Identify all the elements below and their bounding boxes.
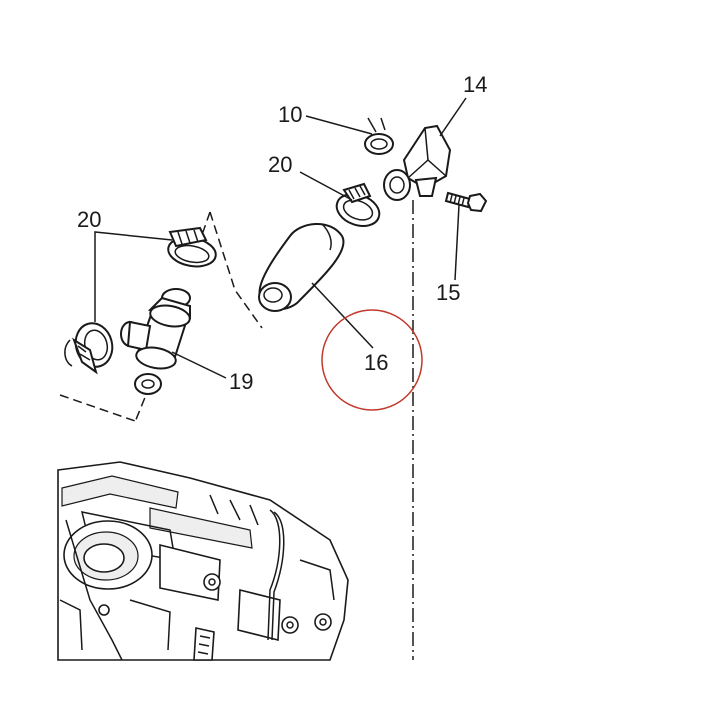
part-20-clamp-upper [335, 182, 381, 227]
leader-15 [454, 204, 460, 281]
callout-20-upper: 20 [268, 152, 292, 177]
callout-19: 19 [229, 369, 253, 394]
assembly-path-upper [209, 211, 263, 329]
part-14-housing [383, 124, 452, 201]
callout-10: 10 [278, 102, 302, 127]
part-10-clip [364, 117, 394, 155]
part-20-clamp-left-upper [167, 226, 217, 268]
part-20-clamp-left-lower [72, 322, 114, 375]
leader-16 [311, 282, 374, 349]
leader-19 [171, 351, 227, 379]
part-16-hose [258, 222, 345, 312]
part-15-bolt [444, 191, 488, 213]
highlight-circle [321, 309, 423, 411]
leader-20-upper [299, 171, 353, 201]
part-19-connector [120, 288, 191, 395]
part-edge-fragment [64, 339, 73, 367]
callout-16: 16 [364, 350, 388, 375]
assembly-path-lower [59, 394, 139, 423]
leader-20-left [94, 231, 173, 322]
callout-20-left: 20 [77, 207, 101, 232]
engine-block [57, 461, 349, 661]
leader-10 [305, 115, 373, 135]
callout-14: 14 [463, 72, 487, 97]
callout-15: 15 [436, 280, 460, 305]
leader-14 [439, 97, 467, 137]
